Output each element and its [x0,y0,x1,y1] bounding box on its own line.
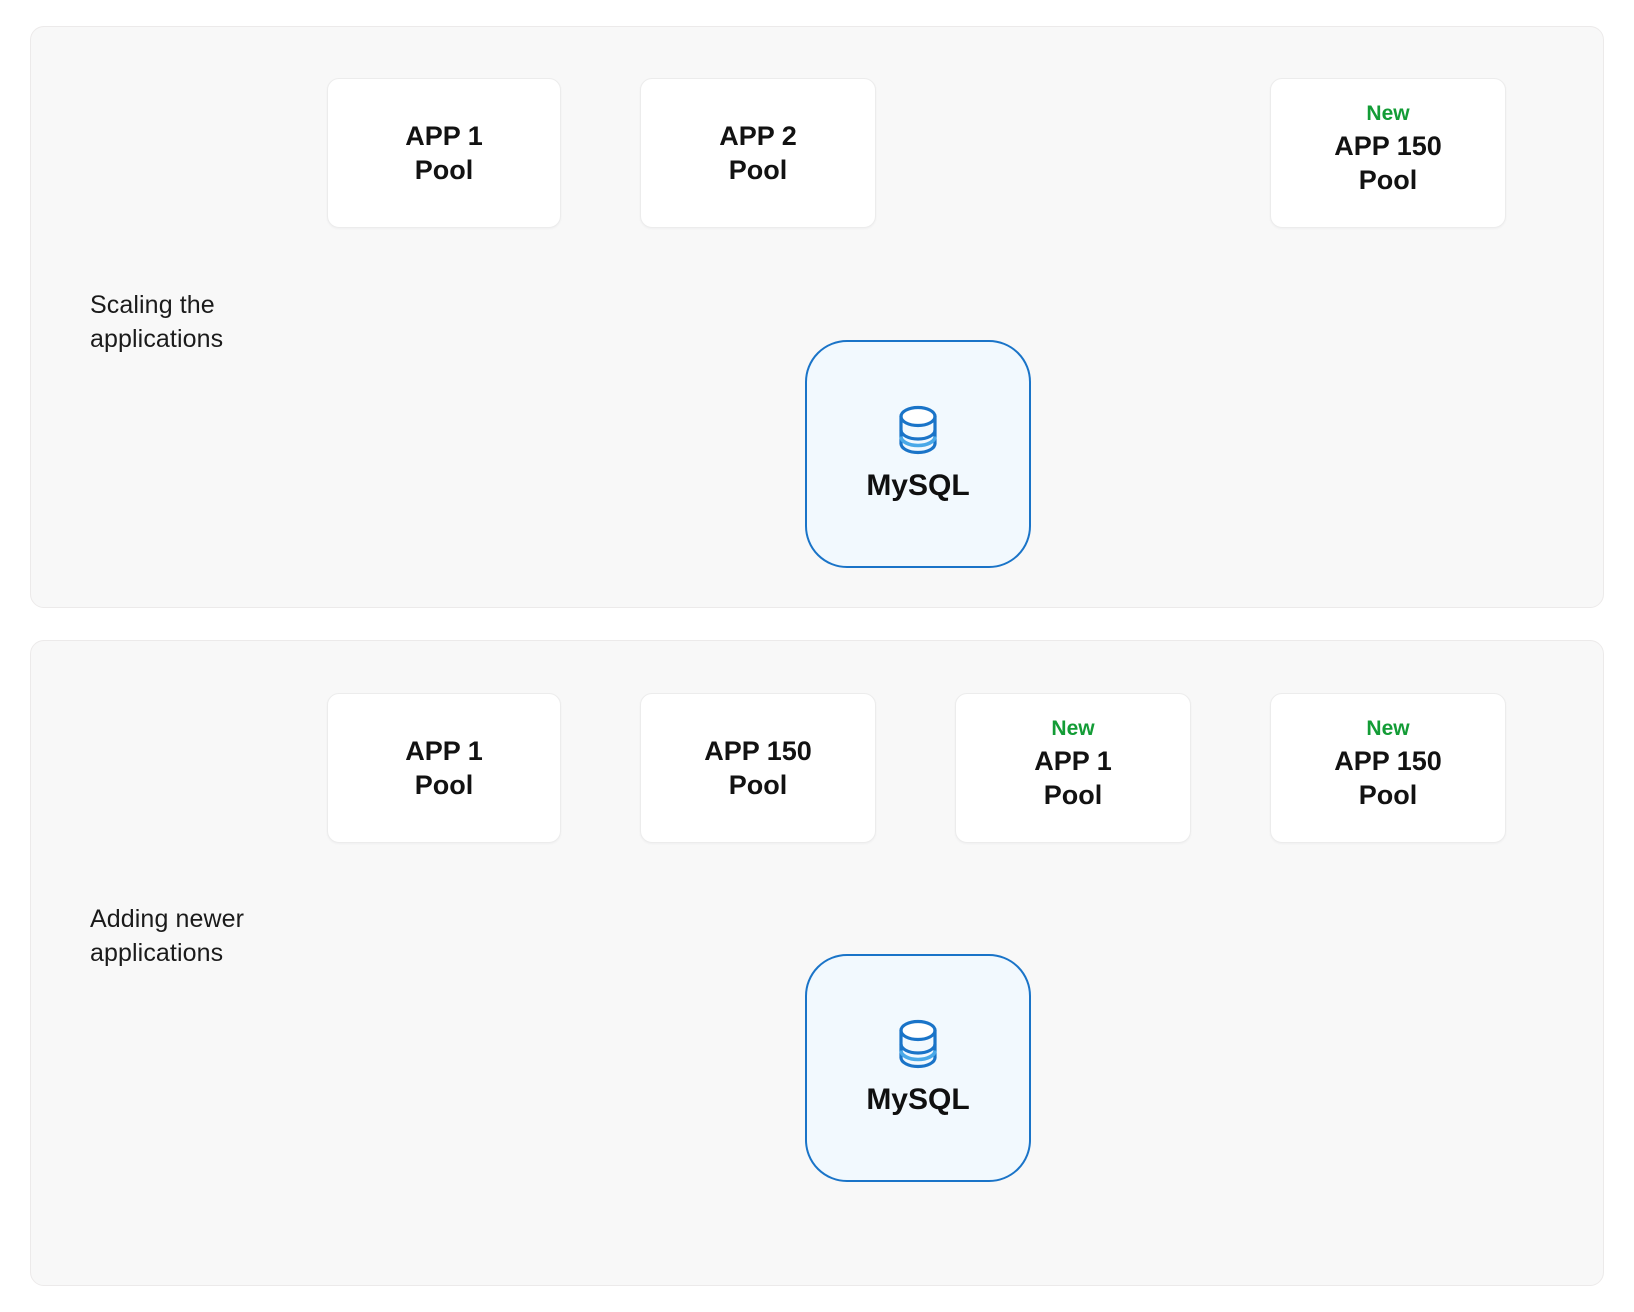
new-badge: New [1051,717,1095,740]
app-box-title: APP 2 Pool [719,121,797,185]
app-box-title: APP 150 Pool [1334,746,1442,810]
new-badge: New [1366,717,1410,740]
new-badge: New [1366,102,1410,125]
app-box-p2-app150[interactable]: APP 150 Pool [640,693,876,843]
database-label: MySQL [866,469,970,502]
panel-adding-label: Adding newer applications [90,905,245,967]
app-box-p2-app1[interactable]: APP 1 Pool [327,693,561,843]
app-box-p1-app150[interactable]: New APP 150 Pool [1270,78,1506,228]
app-box-p2-new-app1[interactable]: New APP 1 Pool [955,693,1191,843]
database-label: MySQL [866,1083,970,1116]
panel-scaling-label: Scaling the applications [90,291,224,353]
app-box-title: APP 1 Pool [405,121,483,185]
app-box-p1-app2[interactable]: APP 2 Pool [640,78,876,228]
database-node-mysql-adding[interactable]: MySQL [805,954,1031,1182]
app-box-p1-app1[interactable]: APP 1 Pool [327,78,561,228]
database-node-mysql-scaling[interactable]: MySQL [805,340,1031,568]
app-box-title: APP 1 Pool [1034,746,1112,810]
database-icon [899,1019,937,1069]
database-icon [899,405,937,455]
app-box-title: APP 150 Pool [704,736,812,800]
app-box-p2-new-app150[interactable]: New APP 150 Pool [1270,693,1506,843]
app-box-title: APP 150 Pool [1334,131,1442,195]
app-box-title: APP 1 Pool [405,736,483,800]
